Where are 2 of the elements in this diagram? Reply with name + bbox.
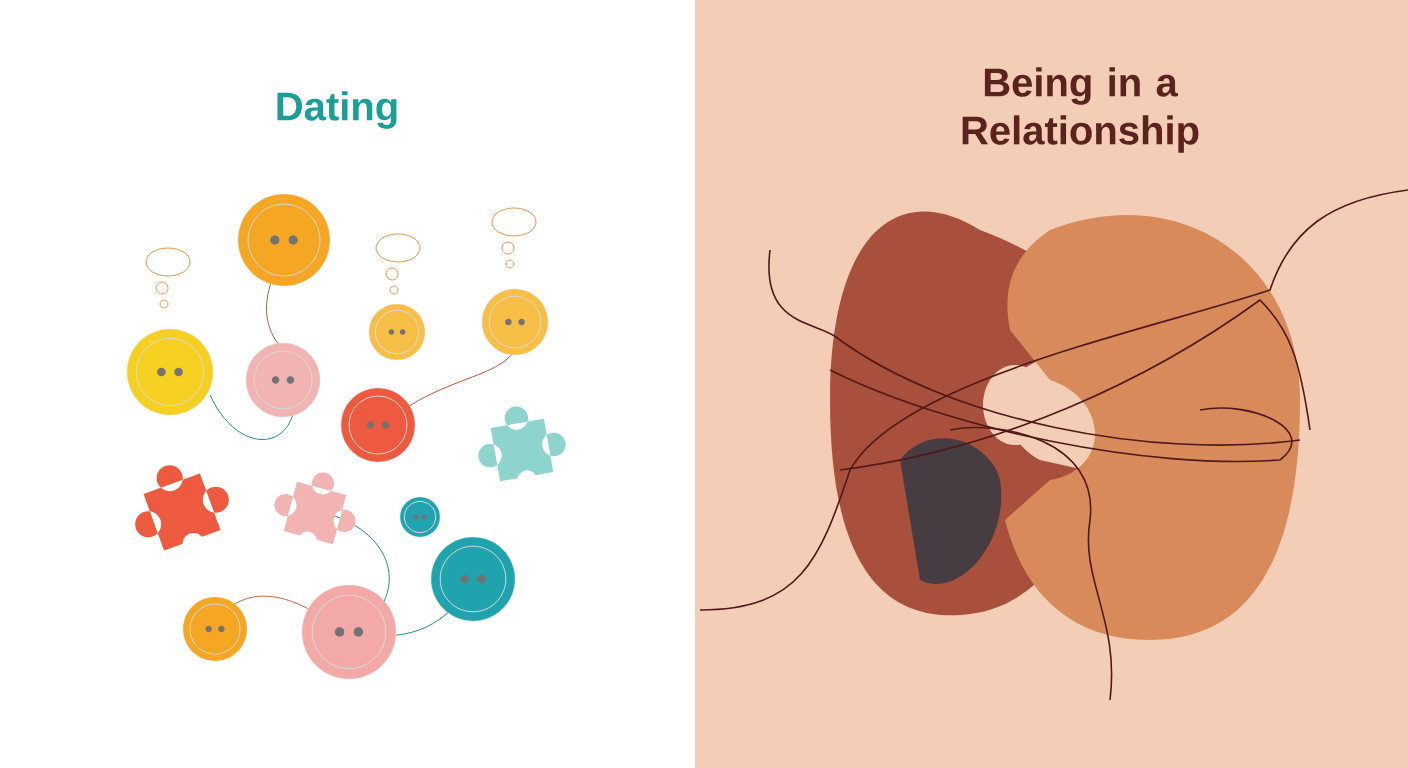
- title: Being in a Relationship: [962, 67, 1199, 153]
- title: Dating: [277, 91, 397, 129]
